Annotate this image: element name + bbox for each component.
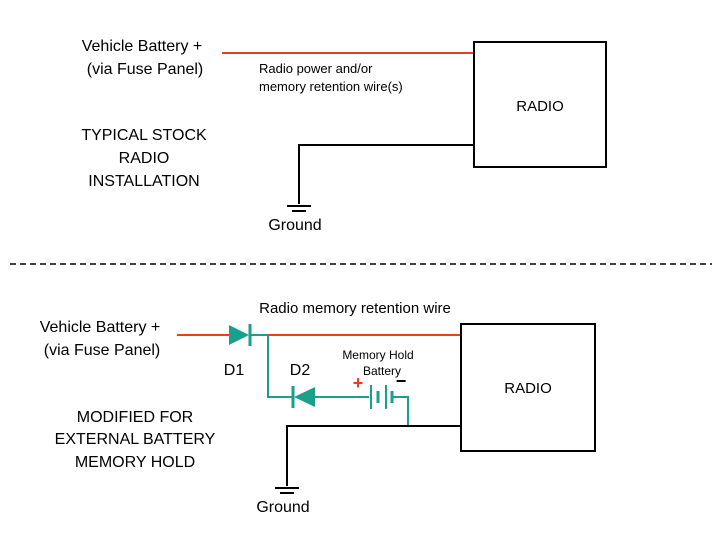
bottom-supply-label-line1: Vehicle Battery + <box>40 319 161 336</box>
d2-label: D2 <box>290 362 311 379</box>
bottom-ground-label: Ground <box>256 499 309 516</box>
top-radio-box <box>473 41 607 168</box>
d2-diode-icon <box>294 387 315 407</box>
d2-branch-wire <box>267 335 292 398</box>
bottom-radio-label: RADIO <box>504 380 552 397</box>
top-wire-label-line1: Radio power and/or <box>259 61 373 76</box>
bottom-wire-label: Radio memory retention wire <box>259 300 451 317</box>
top-title-line3: INSTALLATION <box>88 173 199 190</box>
top-title-line1: TYPICAL STOCK <box>81 127 207 144</box>
d1-diode-icon <box>229 325 249 345</box>
battery-label-line2: Battery <box>363 364 401 378</box>
top-supply-label-line1: Vehicle Battery + <box>82 38 203 55</box>
bottom-title-line2: EXTERNAL BATTERY <box>55 431 216 448</box>
top-wire-label-line2: memory retention wire(s) <box>259 79 403 94</box>
top-diagram: Vehicle Battery + (via Fuse Panel) Radio… <box>81 38 607 234</box>
battery-to-ground-wire <box>392 396 409 426</box>
top-radio-label: RADIO <box>516 98 564 115</box>
bottom-title-line1: MODIFIED FOR <box>77 409 193 426</box>
battery-minus-sign: − <box>396 371 407 391</box>
bottom-radio-box <box>460 323 596 452</box>
bottom-supply-label-line2: (via Fuse Panel) <box>44 342 161 359</box>
bottom-diagram: Radio memory retention wire Vehicle Batt… <box>40 300 596 516</box>
battery-label-line1: Memory Hold <box>342 348 413 362</box>
d1-label: D1 <box>224 362 245 379</box>
bottom-ground-wire <box>286 425 461 486</box>
battery-plus-sign: + <box>353 373 364 393</box>
top-title-line2: RADIO <box>119 150 170 167</box>
top-supply-label-line2: (via Fuse Panel) <box>87 61 204 78</box>
bottom-title-line3: MEMORY HOLD <box>75 454 195 471</box>
top-ground-wire <box>298 144 474 204</box>
top-ground-label: Ground <box>268 217 321 234</box>
